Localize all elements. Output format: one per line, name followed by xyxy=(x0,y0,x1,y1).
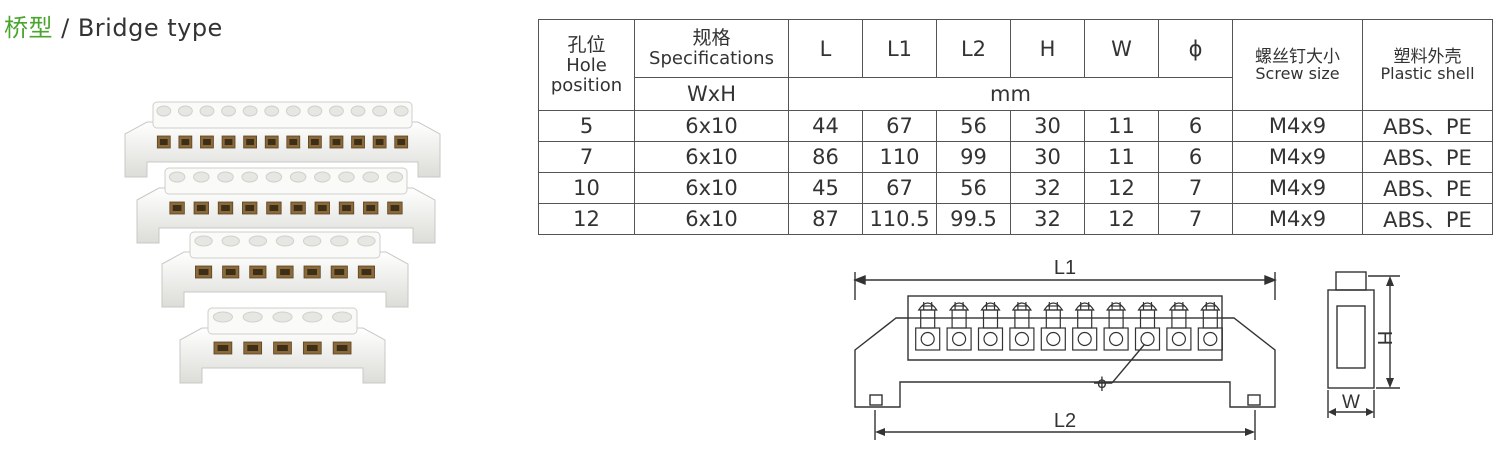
dim-label-H: H xyxy=(1373,331,1395,345)
screw-terminal xyxy=(1197,302,1223,351)
header-phi: ϕ xyxy=(1158,19,1233,78)
cell-L2: 56 xyxy=(936,110,1011,142)
cell-spec: 6x10 xyxy=(634,141,789,173)
product-photo xyxy=(124,101,441,384)
screw-terminal xyxy=(946,302,972,351)
cell-L: 87 xyxy=(788,203,863,235)
cell-L2: 56 xyxy=(936,172,1011,204)
terminal-bar xyxy=(161,231,409,308)
header-specifications: 规格 Specifications xyxy=(634,19,789,78)
screw-terminal xyxy=(1072,302,1098,351)
table-row: 12 6x10 87 110.5 99.5 32 12 7 M4x9 ABS、P… xyxy=(538,203,1493,235)
cell-L1: 110 xyxy=(862,141,937,173)
cell-screw: M4x9 xyxy=(1232,141,1363,173)
screw-terminal xyxy=(1166,302,1192,351)
cell-screw: M4x9 xyxy=(1232,172,1363,204)
cell-shell: ABS、PE xyxy=(1362,172,1493,204)
cell-W: 12 xyxy=(1084,172,1159,204)
cell-W: 11 xyxy=(1084,141,1159,173)
header-L2: L2 xyxy=(936,19,1011,78)
cell-phi: 7 xyxy=(1158,172,1233,204)
cell-phi: 6 xyxy=(1158,141,1233,173)
cell-spec: 6x10 xyxy=(634,110,789,142)
cell-hole: 10 xyxy=(538,172,635,204)
cell-H: 32 xyxy=(1010,203,1085,235)
side-view-drawing: H W xyxy=(1327,271,1400,418)
front-view-drawing: L1 L2 ϕ xyxy=(853,257,1277,440)
header-hole-position: 孔位 Hole position xyxy=(538,19,635,111)
terminal-bar xyxy=(124,101,441,178)
header-W: W xyxy=(1084,19,1159,78)
dim-label-phi: ϕ xyxy=(1097,374,1107,392)
cell-shell: ABS、PE xyxy=(1362,110,1493,142)
header-L1: L1 xyxy=(862,19,937,78)
title-cn: 桥型 xyxy=(4,14,53,42)
cell-spec: 6x10 xyxy=(634,172,789,204)
cell-L: 45 xyxy=(788,172,863,204)
header-unit-mm: mm xyxy=(788,77,1233,111)
page-title: 桥型 / Bridge type xyxy=(4,8,223,43)
screw-terminal xyxy=(915,302,941,351)
title-sep: / xyxy=(53,14,78,42)
cell-hole: 7 xyxy=(538,141,635,173)
header-H: H xyxy=(1010,19,1085,78)
cell-shell: ABS、PE xyxy=(1362,203,1493,235)
screw-terminal xyxy=(977,302,1004,351)
cell-H: 32 xyxy=(1010,172,1085,204)
cell-hole: 5 xyxy=(538,110,635,142)
cell-L: 86 xyxy=(788,141,863,173)
cell-hole: 12 xyxy=(538,203,635,235)
header-plastic-shell: 塑料外壳 Plastic shell xyxy=(1362,19,1493,111)
screw-terminal xyxy=(1009,302,1035,351)
cell-screw: M4x9 xyxy=(1232,203,1363,235)
cell-L1: 110.5 xyxy=(862,203,937,235)
screw-terminal xyxy=(1134,302,1161,351)
cell-L: 44 xyxy=(788,110,863,142)
cell-W: 11 xyxy=(1084,110,1159,142)
cell-H: 30 xyxy=(1010,110,1085,142)
screw-terminal xyxy=(1103,302,1129,351)
cell-screw: M4x9 xyxy=(1232,110,1363,142)
cell-L1: 67 xyxy=(862,172,937,204)
cell-W: 12 xyxy=(1084,203,1159,235)
cell-L1: 67 xyxy=(862,110,937,142)
title-en: Bridge type xyxy=(77,14,223,42)
table-row: 10 6x10 45 67 56 32 12 7 M4x9 ABS、PE xyxy=(538,172,1493,204)
dim-label-L2: L2 xyxy=(1054,410,1076,432)
cell-phi: 6 xyxy=(1158,110,1233,142)
spec-table: 孔位 Hole position 规格 Specifications L L1 … xyxy=(538,19,1493,235)
table-row: 5 6x10 44 67 56 30 11 6 M4x9 ABS、PE xyxy=(538,110,1493,142)
cell-H: 30 xyxy=(1010,141,1085,173)
terminal-bar xyxy=(136,167,436,244)
cell-spec: 6x10 xyxy=(634,203,789,235)
cell-phi: 7 xyxy=(1158,203,1233,235)
cell-L2: 99.5 xyxy=(936,203,1011,235)
dim-label-W: W xyxy=(1342,392,1360,413)
cell-L2: 99 xyxy=(936,141,1011,173)
dim-label-L1: L1 xyxy=(1054,257,1076,279)
terminal-bar xyxy=(179,307,386,384)
header-wxh: WxH xyxy=(634,77,789,111)
screw-terminal xyxy=(1040,302,1066,351)
header-screw-size: 螺丝钉大小 Screw size xyxy=(1232,19,1363,111)
cell-shell: ABS、PE xyxy=(1362,141,1493,173)
header-L: L xyxy=(788,19,863,78)
table-row: 7 6x10 86 110 99 30 11 6 M4x9 ABS、PE xyxy=(538,141,1493,173)
